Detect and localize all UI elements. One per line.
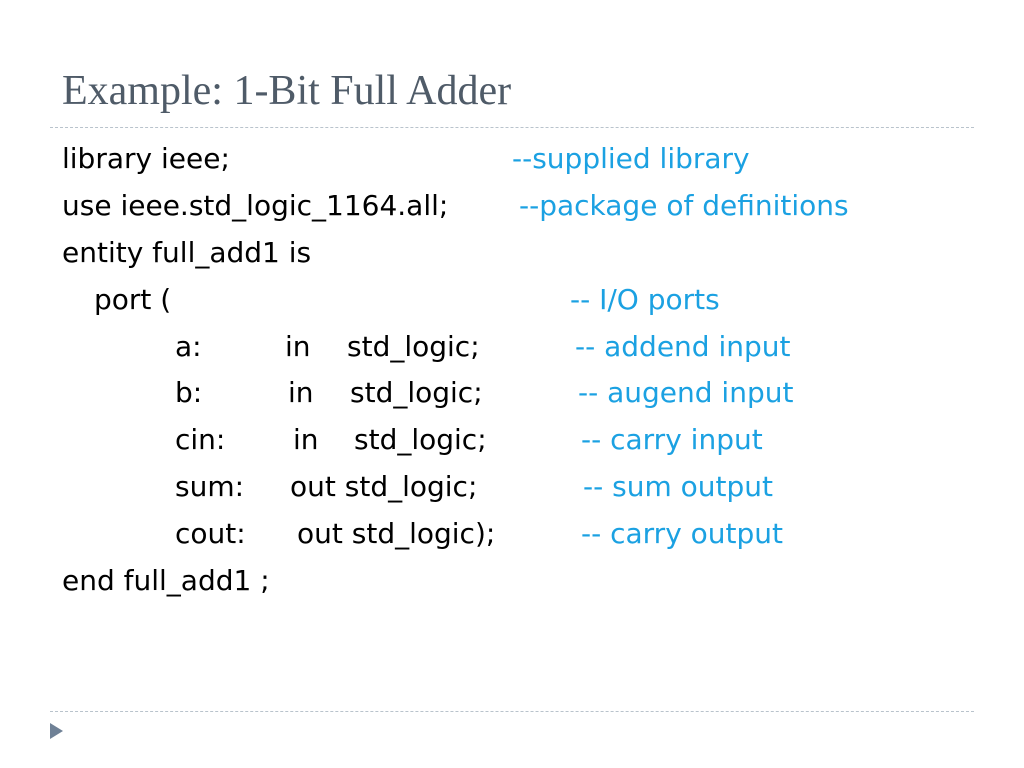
port-b-mode: in: [288, 376, 314, 409]
code-line-10-text: end full_add1 ;: [62, 564, 270, 597]
port-cin-mode: in: [293, 423, 319, 456]
footer-divider: [50, 711, 974, 712]
port-a-type: std_logic;: [347, 330, 480, 363]
port-b-name: b:: [175, 376, 203, 409]
code-line-4-text: port (: [94, 283, 172, 316]
code-line-2-text: use ieee.std_logic_1164.all;: [62, 189, 449, 222]
port-b-type: std_logic;: [350, 376, 483, 409]
port-cout-mode-type: out std_logic);: [297, 517, 496, 550]
port-cout-comment: -- carry output: [581, 517, 784, 550]
port-a-mode: in: [285, 330, 311, 363]
code-line-1-comment: --supplied library: [512, 142, 750, 175]
port-sum-comment: -- sum output: [583, 470, 773, 503]
port-cin-name: cin:: [175, 423, 226, 456]
slide-title: Example: 1-Bit Full Adder: [62, 68, 512, 114]
title-divider: [50, 127, 974, 128]
port-cin-comment: -- carry input: [581, 423, 763, 456]
code-line-4-comment: -- I/O ports: [570, 283, 720, 316]
port-sum-name: sum:: [175, 470, 245, 503]
port-b-comment: -- augend input: [578, 376, 794, 409]
code-line-3-text: entity full_add1 is: [62, 236, 312, 269]
port-a-comment: -- addend input: [575, 330, 791, 363]
code-line-2-comment: --package of definitions: [519, 189, 849, 222]
port-sum-mode-type: out std_logic;: [290, 470, 478, 503]
port-cin-type: std_logic;: [354, 423, 487, 456]
code-line-1-text: library ieee;: [62, 142, 230, 175]
port-cout-name: cout:: [175, 517, 246, 550]
port-a-name: a:: [175, 330, 202, 363]
play-arrow-icon[interactable]: [50, 723, 63, 739]
